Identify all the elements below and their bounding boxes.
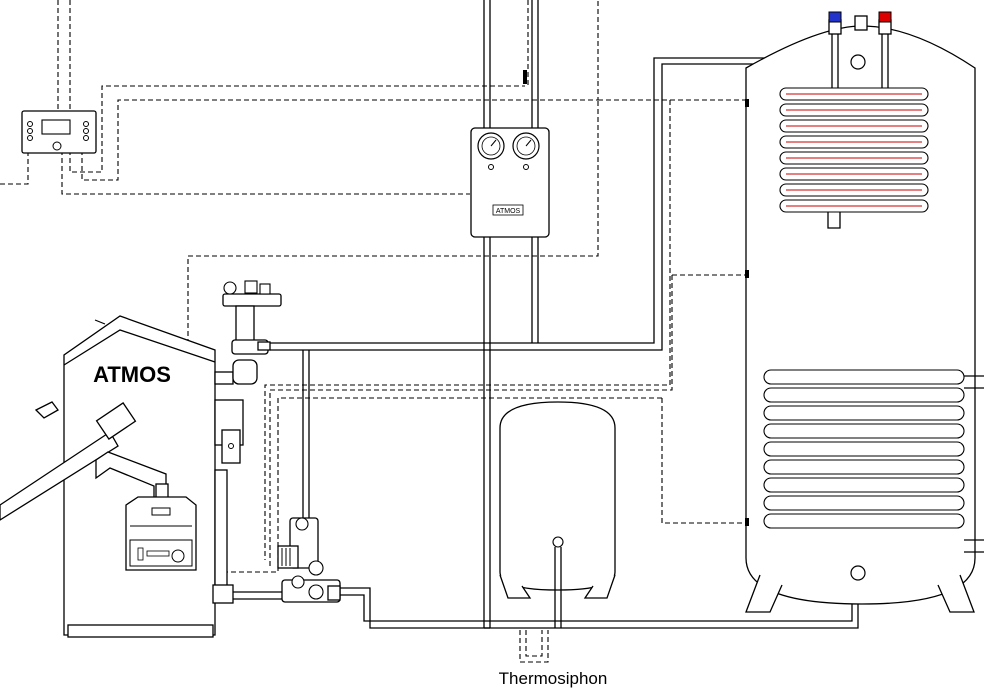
safety-valve-group	[222, 280, 282, 355]
tank-sensors	[523, 70, 749, 526]
station-brand-label: ATMOS	[496, 208, 521, 215]
lower-heat-exchanger-coil	[763, 369, 984, 553]
thermosiphon-label: Thermosiphon	[499, 669, 608, 688]
atmos-boiler: ATMOS	[0, 315, 258, 638]
upper-heat-exchanger-coil	[779, 87, 929, 213]
boiler-brand-label: ATMOS	[93, 362, 171, 387]
control-wires	[0, 0, 748, 663]
small-tank	[499, 401, 616, 628]
pump-station: ATMOS	[470, 127, 550, 238]
mixing-valve-pump	[277, 517, 341, 603]
controller-unit	[21, 110, 97, 154]
